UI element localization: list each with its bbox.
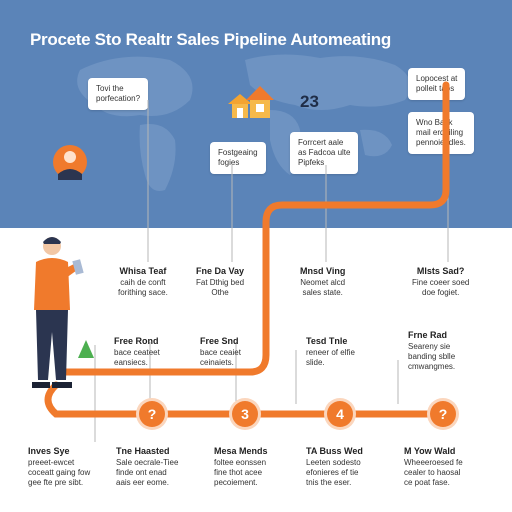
stage-desc: reneer of elfie [306, 348, 355, 357]
stage-label: Free Rond bace ceateet eansiecs. [114, 336, 160, 368]
stage-label: Whisa Teaf caih de conft forithing sace. [118, 266, 168, 298]
callout-text: Pipfeks [298, 158, 325, 167]
callout-bubble: Wno Back mail erdoiling pennoieedles. [408, 112, 474, 154]
stage-desc: Fine coeer soed [412, 278, 470, 287]
stage-desc: efonieres ef tie [306, 468, 359, 477]
stage-label: Fne Da Vay Fat Dthig bed Othe [196, 266, 244, 298]
stage-title: Mesa Mends [214, 446, 268, 456]
callout-text: Fostgeaing [218, 148, 258, 157]
step-marker: 4 [327, 401, 353, 427]
stage-desc: cmwangmes. [408, 362, 456, 371]
step-marker: ? [430, 401, 456, 427]
pipeline-path [44, 81, 450, 418]
avatar-icon [53, 145, 87, 180]
stage-desc: sales state. [302, 288, 343, 297]
callout-text: polleit tabs [416, 84, 455, 93]
callout-bubble: Lopocest at polleit tabs [408, 68, 466, 100]
stage-desc: caih de conft [120, 278, 166, 287]
stage-desc: Seareny sie [408, 342, 451, 351]
house-icon [228, 86, 274, 118]
counter-badge: 23 [300, 92, 319, 111]
stage-desc: preeet-ewcet [28, 458, 75, 467]
stage-desc: slide. [306, 358, 325, 367]
stage-desc: Fat Dthig bed [196, 278, 245, 287]
header-banner: Procete Sto Realtr Sales Pipeline Autome… [0, 0, 512, 228]
stage-desc: finde ont enad [116, 468, 167, 477]
stage-title: Free Rond [114, 336, 159, 346]
stage-desc: Wheeeroesed fe [404, 458, 463, 467]
stage-desc: tnis the eser. [306, 478, 352, 487]
stage-label: Tesd Tnle reneer of elfie slide. [306, 336, 355, 368]
step-marker: ? [139, 401, 165, 427]
stage-desc: pecoiement. [214, 478, 258, 487]
stage-title: M Yow Wald [404, 446, 456, 456]
callout-bubble: Forrcert aale as Fadcoa ulte Pipfeks [290, 132, 359, 174]
callout-bubble: Fostgeaing fogies [210, 142, 266, 174]
stage-desc: Leeten sodesto [306, 458, 361, 467]
stage-desc: coceatt gaing fow [28, 468, 91, 477]
stage-label: Tne Haasted Sale oecrale-Tiee finde ont … [116, 446, 178, 488]
callout-text: pennoieedles. [416, 138, 466, 147]
stage-title: Fne Da Vay [196, 266, 245, 276]
stage-desc: gee fte pre sibt. [28, 478, 84, 487]
stage-desc: bace ceateet [114, 348, 160, 357]
stage-desc: eansiecs. [114, 358, 148, 367]
callout-text: Tovi the [96, 84, 124, 93]
stage-label: Free Snd bace ceaiet ceinaiets. [200, 336, 241, 368]
callout-bubble: Tovi the porfecation? [88, 78, 149, 110]
callout-text: Lopocest at [416, 74, 458, 83]
callout-text: mail erdoiling [416, 128, 464, 137]
stage-desc: doe fogiet. [422, 288, 460, 297]
stage-desc: ceinaiets. [200, 358, 234, 367]
stage-desc: fine thot acee [214, 468, 263, 477]
stage-desc: Othe [211, 288, 229, 297]
stage-title: Mnsd Ving [300, 266, 346, 276]
stage-desc: forithing sace. [118, 288, 168, 297]
callout-text: Forrcert aale [298, 138, 344, 147]
stage-desc: Neomet alcd [300, 278, 346, 287]
stage-desc: aais eer eome. [116, 478, 169, 487]
stage-label: Inves Sye preeet-ewcet coceatt gaing fow… [28, 446, 90, 488]
person-illustration [32, 237, 84, 388]
stage-label: Mlsts Sad? Fine coeer soed doe fogiet. [412, 266, 469, 298]
stage-title: Tne Haasted [116, 446, 170, 456]
callout-text: Wno Back [416, 118, 453, 127]
stage-title: Tesd Tnle [306, 336, 348, 346]
callout-text: porfecation? [96, 94, 141, 103]
callout-text: fogies [218, 158, 240, 167]
stage-title: Inves Sye [28, 446, 70, 456]
stage-desc: ce poat fase. [404, 478, 450, 487]
stage-label: M Yow Wald Wheeeroesed fe cealer to haos… [404, 446, 463, 488]
stage-title: TA Buss Wed [306, 446, 363, 456]
stage-desc: cealer to haosal [404, 468, 461, 477]
stage-title: Frne Rad [408, 330, 448, 340]
callout-text: as Fadcoa ulte [298, 148, 351, 157]
page-title: Procete Sto Realtr Sales Pipeline Autome… [30, 30, 391, 49]
stage-desc: banding sblle [408, 352, 456, 361]
stage-label: Frne Rad Seareny sie banding sblle cmwan… [408, 330, 455, 372]
stage-title: Mlsts Sad? [416, 266, 465, 276]
stage-label: TA Buss Wed Leeten sodesto efonieres ef … [306, 446, 363, 488]
step-marker: 3 [232, 401, 258, 427]
stage-title: Whisa Teaf [119, 266, 167, 276]
stage-label: Mnsd Ving Neomet alcd sales state. [300, 266, 345, 298]
stage-desc: foltee eonssen [214, 458, 267, 467]
stage-desc: Sale oecrale-Tiee [116, 458, 179, 467]
stage-title: Free Snd [200, 336, 239, 346]
stage-label: Mesa Mends foltee eonssen fine thot acee… [214, 446, 268, 488]
stage-desc: bace ceaiet [200, 348, 241, 357]
